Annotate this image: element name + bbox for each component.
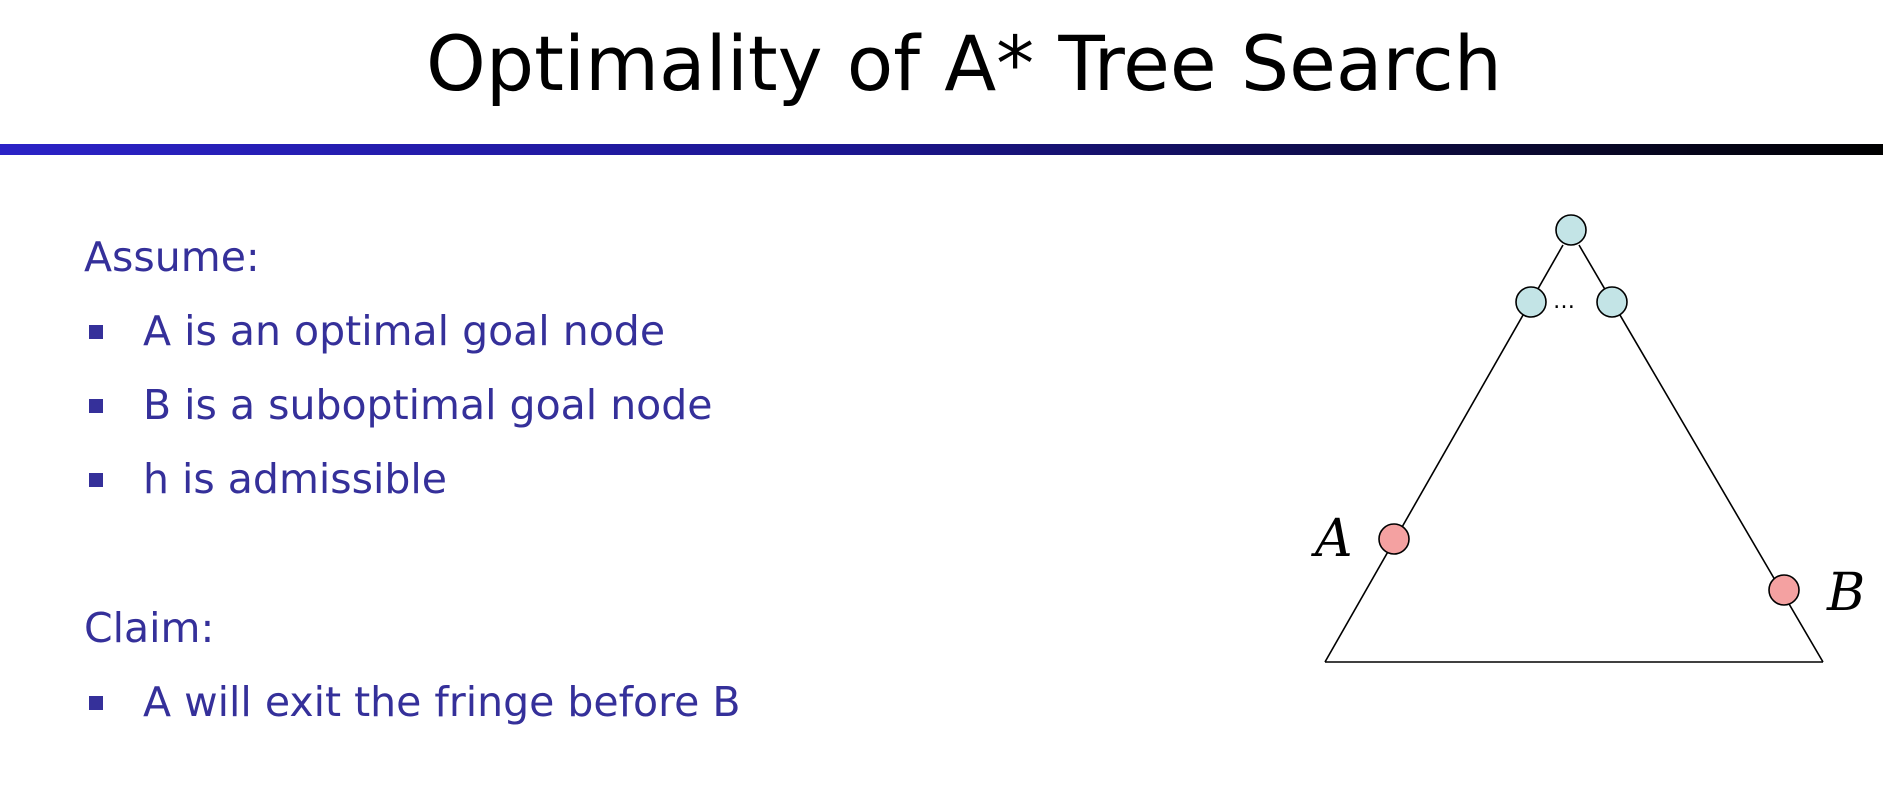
square-bullet-icon: [89, 399, 103, 413]
claim-list: A will exit the fringe before B: [84, 665, 740, 739]
claim-item-text: A will exit the fringe before B: [143, 678, 741, 726]
square-bullet-icon: [89, 696, 103, 710]
assume-item-text: B is a suboptimal goal node: [143, 381, 713, 429]
square-bullet-icon: [89, 325, 103, 339]
assume-list: A is an optimal goal node B is a subopti…: [84, 294, 740, 516]
root-node: [1555, 214, 1587, 246]
slide-body: Assume: A is an optimal goal node B is a…: [84, 220, 740, 739]
assume-item: B is a suboptimal goal node: [84, 368, 740, 442]
claim-item: A will exit the fringe before B: [84, 665, 740, 739]
assume-item: h is admissible: [84, 442, 740, 516]
claim-heading: Claim:: [84, 604, 215, 652]
assume-item-text: h is admissible: [143, 455, 448, 503]
child-node-left: [1515, 286, 1547, 318]
child-node-right: [1596, 286, 1628, 318]
node-b-label: B: [1826, 563, 1865, 623]
square-bullet-icon: [89, 473, 103, 487]
assume-heading: Assume:: [84, 233, 260, 281]
ellipsis-label: …: [1553, 289, 1575, 314]
goal-node-b: [1768, 574, 1800, 606]
node-a-label: A: [1311, 509, 1353, 569]
assume-item: A is an optimal goal node: [84, 294, 740, 368]
assume-item-text: A is an optimal goal node: [143, 307, 666, 355]
slide-title: Optimality of A* Tree Search: [426, 19, 1502, 108]
title-divider: [0, 144, 1883, 155]
goal-node-a: [1378, 523, 1410, 555]
